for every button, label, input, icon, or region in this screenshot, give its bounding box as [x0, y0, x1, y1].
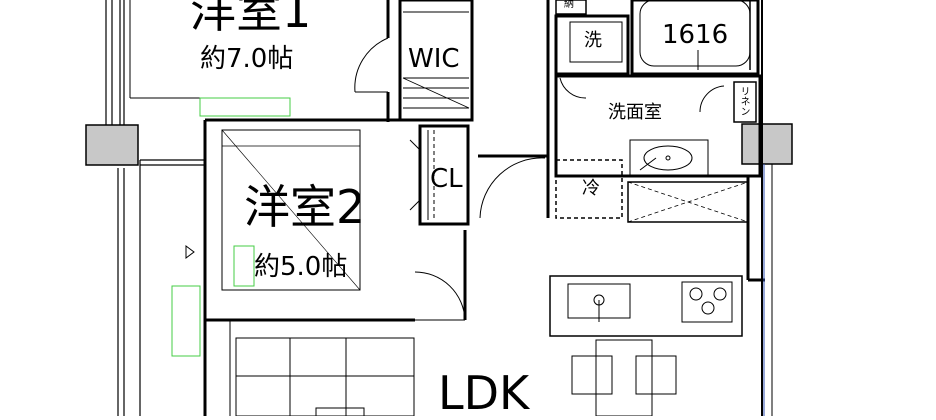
western-room-1-name: 洋室1: [190, 0, 312, 38]
hallway: [478, 0, 550, 219]
western-room-2: [203, 120, 467, 322]
ldk-room: [203, 320, 415, 416]
wic-label: WIC: [408, 44, 460, 74]
balcony: [105, 0, 205, 416]
fridge: [555, 159, 623, 219]
bathroom: [630, 0, 760, 76]
washer-label: 洗: [584, 30, 602, 51]
pillar-left: [85, 124, 139, 166]
storage-box: [555, 0, 587, 15]
room1-window-frame: [199, 97, 291, 117]
outer-wall-right: [761, 0, 773, 416]
closet: [409, 124, 470, 226]
storage-label: 納: [564, 0, 574, 10]
island-kitchen: [549, 275, 743, 337]
western-room-1-area: 約7.0帖: [200, 44, 294, 74]
room2-window-frame: [233, 245, 255, 287]
stove-burners: [689, 287, 727, 315]
ldk-label: LDK: [438, 366, 530, 420]
linen-label: リネン: [738, 86, 749, 116]
western-room-2-name: 洋室2: [244, 180, 366, 234]
washroom-label: 洗面室: [608, 102, 662, 123]
washroom: [554, 74, 762, 178]
pillar-right: [741, 123, 793, 165]
western-room-1: [129, 0, 400, 122]
western-room-2-area: 約5.0帖: [254, 252, 348, 282]
kitchen-counter: [627, 176, 765, 282]
arrow-marker: [185, 245, 195, 259]
washer-area: [554, 14, 630, 99]
dining-table: [571, 339, 677, 416]
fridge-label: 冷: [582, 178, 600, 199]
walk-in-closet: [398, 0, 474, 122]
closet-label: CL: [430, 164, 463, 194]
balcony-frame: [171, 285, 201, 357]
bathroom-label: 1616: [662, 20, 729, 50]
